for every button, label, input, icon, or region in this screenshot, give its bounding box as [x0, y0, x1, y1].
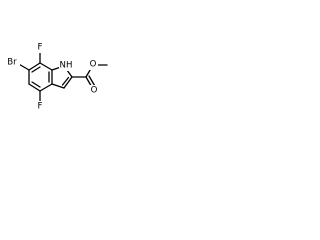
ester-oxygen-carbonyl-label: O: [91, 86, 98, 96]
bonds: [16, 48, 108, 106]
atom-nitrogen-h: NH: [59, 60, 73, 71]
bond-c2-c3-inner: [61, 76, 70, 86]
fluorine-top-label: F: [38, 43, 43, 53]
bond-c2-c3: [63, 76, 73, 89]
atom-fluorine-top: F: [35, 42, 45, 53]
bond-c5-c4: [28, 83, 41, 92]
bond-c7-c6: [28, 62, 41, 71]
bond-c5-c4-inner: [31, 81, 41, 88]
bond-c4-c3a: [39, 83, 53, 92]
atom-fluorine-bottom: F: [35, 101, 45, 112]
fluorine-bottom-label: F: [38, 102, 43, 112]
chemical-structure-diagram: Br F F NH O O: [5, 42, 108, 112]
bond-c7-c6-inner: [31, 66, 41, 73]
atom-bromine: Br: [5, 56, 20, 69]
bond-c3-c3a: [51, 83, 65, 89]
atom-ester-oxygen-carbonyl: O: [89, 85, 99, 96]
bond-c7a-c7: [39, 62, 53, 71]
atom-ester-oxygen-ether: O: [88, 59, 98, 70]
ester-oxygen-ether-label: O: [90, 60, 97, 70]
nitrogen-h-label: NH: [60, 61, 73, 71]
bromine-label: Br: [7, 58, 17, 68]
atom-labels: Br F F NH O O: [5, 42, 99, 112]
